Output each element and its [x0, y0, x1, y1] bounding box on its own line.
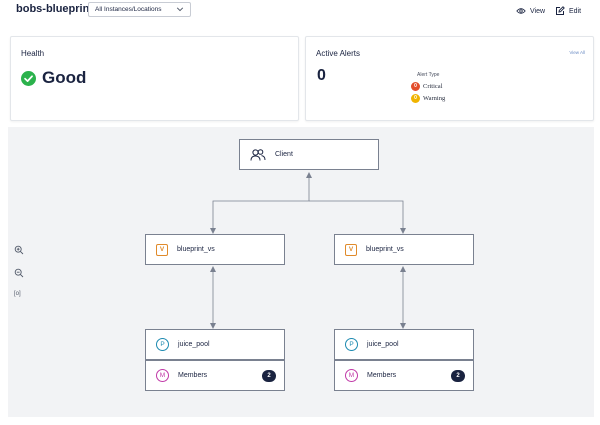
alert-count: 0 [317, 67, 326, 84]
users-icon [250, 148, 266, 161]
check-circle-icon [21, 70, 36, 86]
view-button[interactable]: View [516, 5, 545, 17]
members-count-badge: 2 [451, 370, 465, 382]
arrow-vs-left-down [210, 228, 216, 234]
zoom-in-icon[interactable] [14, 245, 24, 255]
virtual-service-label: blueprint_vs [177, 246, 215, 253]
pool-icon: P [156, 338, 169, 351]
arrow-pool-left-down [210, 323, 216, 329]
virtual-service-icon: V [156, 243, 168, 256]
arrow-vs-left-up [210, 266, 216, 272]
virtual-service-label: blueprint_vs [366, 246, 404, 253]
app-title: bobs-blueprint [16, 3, 93, 15]
warning-alert-row: 0 Warning [411, 93, 445, 103]
top-header: bobs-blueprint All Instances/Locations V… [0, 0, 600, 24]
view-all-link[interactable]: View All [569, 50, 585, 55]
critical-alert-row: 0 Critical [411, 81, 443, 91]
pool-node[interactable]: P juice_pool [334, 329, 474, 360]
instance-location-select[interactable]: All Instances/Locations [88, 2, 191, 17]
pool-node[interactable]: P juice_pool [145, 329, 285, 360]
arrow-vs-right-up [400, 266, 406, 272]
virtual-service-node[interactable]: V blueprint_vs [334, 234, 474, 265]
alert-type-label: Alert Type [417, 72, 440, 78]
virtual-service-node[interactable]: V blueprint_vs [145, 234, 285, 265]
edge-client-right [309, 200, 404, 229]
health-status: Good [21, 68, 86, 88]
edge-client-trunk [212, 176, 310, 229]
edit-button[interactable]: Edit [555, 5, 581, 17]
members-count-badge: 2 [262, 370, 276, 382]
warning-count-badge: 0 [411, 93, 420, 103]
pool-members-node[interactable]: M Members 2 [334, 360, 474, 391]
members-label: Members [367, 372, 397, 379]
instance-select-value: All Instances/Locations [95, 6, 162, 13]
chevron-down-icon [176, 7, 184, 12]
edit-icon [556, 6, 565, 15]
health-value: Good [42, 68, 87, 87]
pool-icon: P [345, 338, 358, 351]
critical-label: Critical [423, 82, 443, 90]
pool-label: juice_pool [178, 341, 210, 348]
arrow-pool-right-down [400, 323, 406, 329]
warning-label: Warning [423, 94, 446, 102]
alerts-title: Active Alerts [316, 49, 361, 58]
active-alerts-card: Active Alerts 0 View All Alert Type [305, 36, 594, 121]
critical-count-badge: 0 [411, 81, 420, 91]
pool-label: juice_pool [367, 341, 399, 348]
pool-members-node[interactable]: M Members 2 [145, 360, 285, 391]
members-icon: M [345, 369, 358, 382]
members-label: Members [178, 372, 208, 379]
topology-canvas[interactable]: [o] Client V blueprint_vs V blueprint_vs… [8, 127, 594, 417]
members-icon: M [156, 369, 169, 382]
view-label: View [530, 7, 546, 15]
fit-view-button[interactable]: [o] [14, 291, 21, 297]
arrow-vs-right-down [400, 228, 406, 234]
virtual-service-icon: V [345, 243, 357, 256]
zoom-out-icon[interactable] [14, 268, 24, 278]
health-title: Health [21, 49, 45, 58]
client-label: Client [275, 151, 293, 158]
client-node[interactable]: Client [239, 139, 379, 170]
arrow-client-up [306, 172, 312, 178]
health-card: Health Good [10, 36, 299, 121]
eye-icon [516, 8, 526, 14]
edit-label: Edit [569, 7, 582, 15]
topology-edges [210, 172, 406, 329]
